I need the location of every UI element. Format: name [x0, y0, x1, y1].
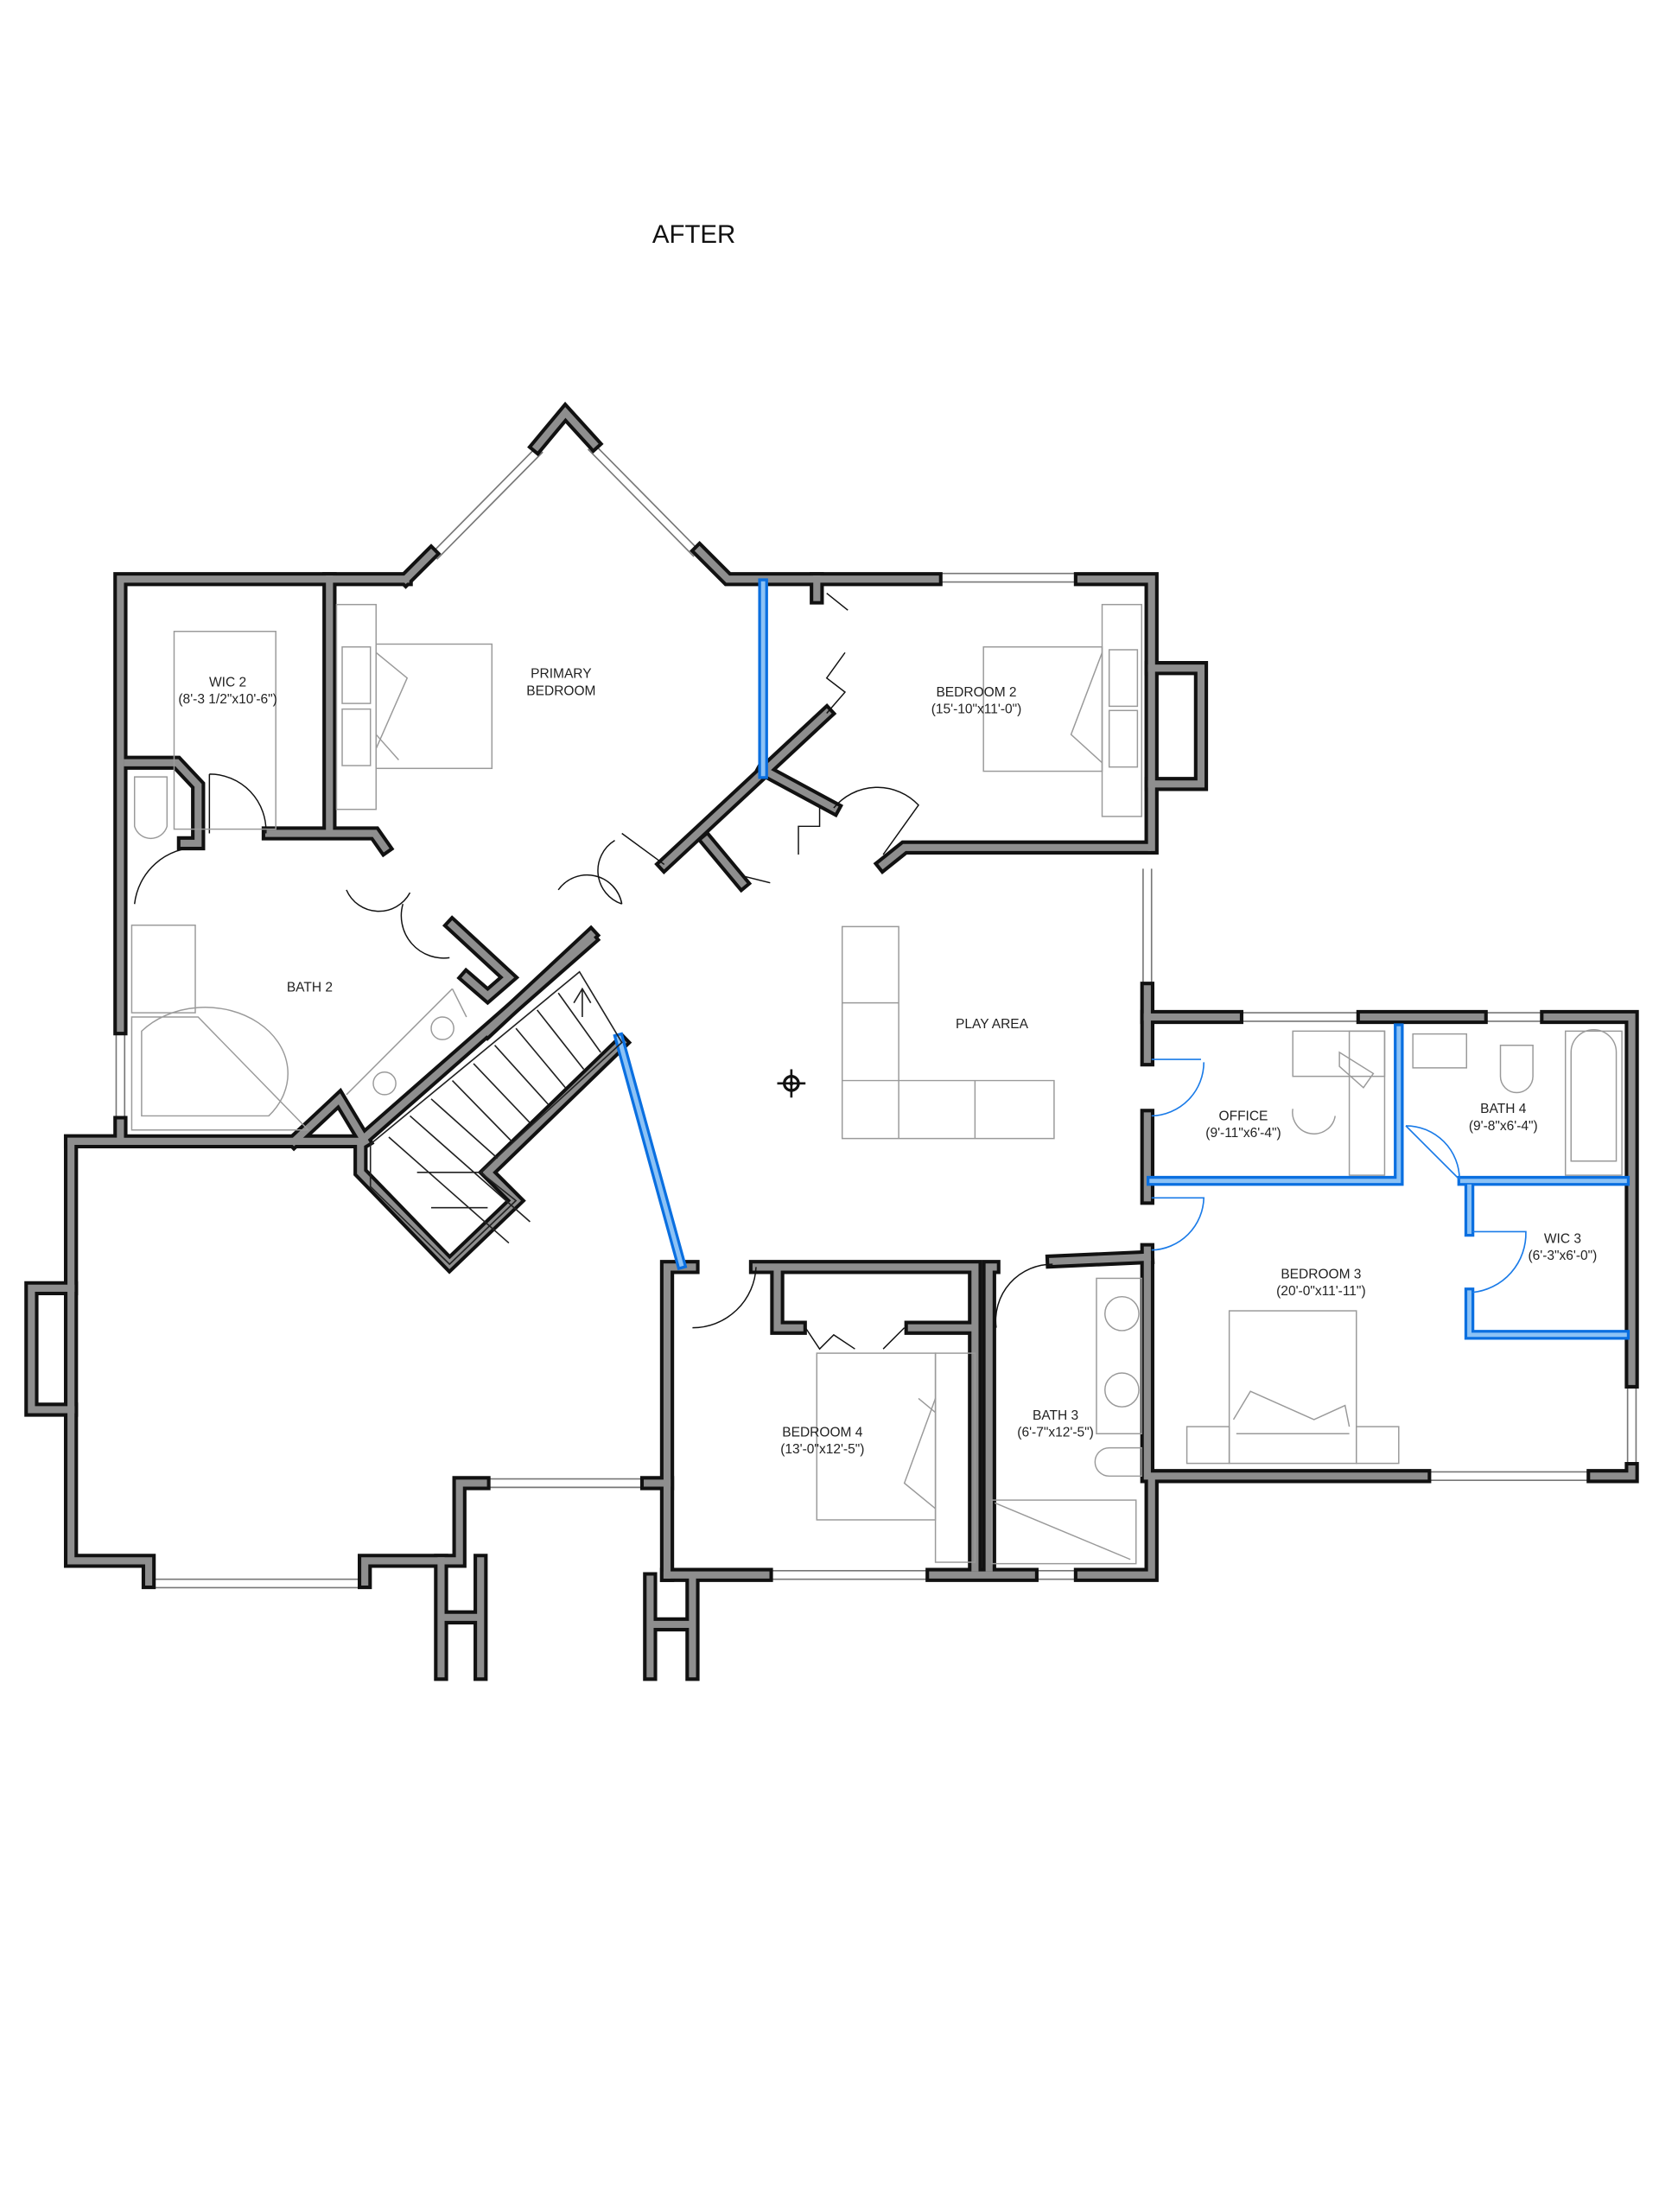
windows — [115, 442, 1637, 1589]
bath2-label: BATH 2 — [287, 981, 333, 995]
existing-wall-fill — [646, 1575, 696, 1678]
new-wall-fill — [1467, 1184, 1627, 1338]
existing-wall-fill — [985, 1253, 1152, 1572]
room-labels: WIC 2 (8'-3 1/2"x10'-6") PRIMARY BEDROOM… — [178, 667, 1597, 1457]
existing-wall-fill — [658, 575, 839, 888]
doors — [133, 593, 1527, 1351]
bath3-label: BATH 3 — [1033, 1408, 1078, 1423]
office-label: OFFICE — [1219, 1109, 1268, 1123]
bedroom3-label: BEDROOM 3 — [1281, 1267, 1361, 1281]
existing-wall-fill — [264, 575, 390, 853]
primary-bedroom-label-2: BEDROOM — [526, 683, 595, 698]
existing-wall — [357, 1476, 675, 1590]
bedroom4-size: (13'-0"x12'-5") — [780, 1442, 864, 1457]
new-wall-fill — [1149, 1026, 1402, 1184]
bedroom2-size: (15'-10"x11'-0") — [931, 702, 1022, 717]
play-area-label: PLAY AREA — [956, 1017, 1029, 1032]
existing-wall-fill — [878, 843, 1151, 870]
bedroom2-label: BEDROOM 2 — [936, 685, 1016, 700]
staircase[interactable] — [369, 970, 623, 1266]
bath4-size: (9'-8"x6'-4") — [1469, 1119, 1538, 1134]
new-wall-fill — [616, 1035, 684, 1268]
wic3-label: WIC 3 — [1544, 1232, 1581, 1247]
existing-wall-fill — [124, 759, 202, 848]
existing-wall-fill — [663, 1263, 979, 1579]
crosshair-move-icon[interactable] — [777, 1069, 806, 1098]
primary-bedroom-label-1: PRIMARY — [531, 667, 592, 682]
bedroom4-label: BEDROOM 4 — [782, 1426, 862, 1440]
existing-wall-fill — [1147, 664, 1205, 788]
wic2-size: (8'-3 1/2"x10'-6") — [178, 692, 276, 707]
existing-wall — [659, 1260, 982, 1582]
existing-walls — [24, 401, 1639, 1681]
new-wall — [1146, 1023, 1404, 1186]
existing-wall — [63, 1032, 632, 1274]
existing-wall — [1144, 661, 1209, 791]
existing-wall-fill — [400, 407, 1155, 851]
wic2-label: WIC 2 — [209, 675, 246, 690]
new-walls — [613, 578, 1630, 1340]
existing-wall-fill — [67, 575, 410, 1586]
plan-title: AFTER — [652, 220, 735, 249]
existing-wall-fill — [437, 1557, 485, 1678]
bath3-size: (6'-7"x12'-5") — [1017, 1426, 1094, 1440]
furniture — [130, 603, 1623, 1565]
wic3-size: (6'-3"x6'-0") — [1528, 1249, 1597, 1263]
bedroom3-size: (20'-0"x11'-11") — [1276, 1284, 1365, 1299]
office-size: (9'-11"x6'-4") — [1205, 1126, 1281, 1141]
existing-wall-fill — [67, 1037, 627, 1269]
bath4-label: BATH 4 — [1480, 1102, 1527, 1116]
existing-wall-fill — [28, 1284, 75, 1414]
existing-wall-fill — [355, 934, 596, 1147]
